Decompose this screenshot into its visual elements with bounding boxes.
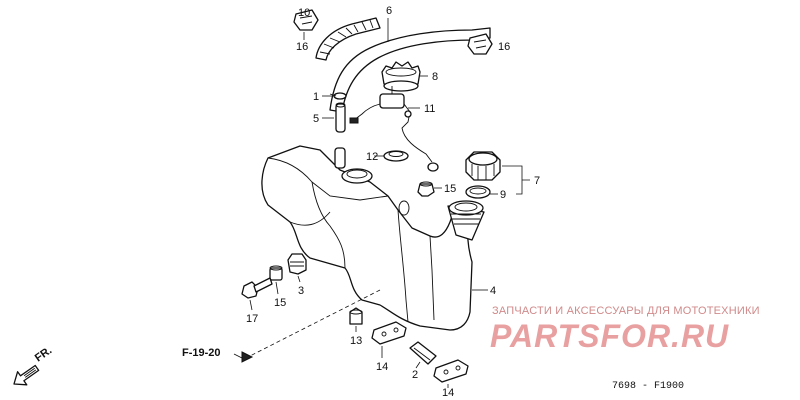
flange-bolt-part[interactable] — [241, 277, 273, 299]
callout-13: 13 — [350, 335, 362, 347]
clip-part[interactable] — [329, 92, 347, 100]
callout-5: 5 — [313, 113, 319, 125]
diagram-code: 7698 - F1900 — [612, 381, 684, 392]
fuel-hose-part[interactable] — [329, 27, 491, 113]
callout-1: 1 — [313, 91, 319, 103]
callout-11: 11 — [424, 103, 435, 115]
callout-16a: 16 — [296, 41, 308, 53]
rubber-band-part[interactable] — [409, 341, 437, 365]
front-direction-label: FR. — [33, 344, 54, 364]
callout-16b: 16 — [498, 41, 510, 53]
watermark-subtitle: ЗАПЧАСТИ И АКСЕССУАРЫ ДЛЯ МОТОТЕХНИКИ — [492, 305, 760, 317]
callout-15a: 15 — [444, 183, 456, 195]
fuel-tank-part[interactable] — [261, 145, 485, 331]
tank-clamp-upper[interactable] — [371, 321, 407, 345]
pipe-part[interactable] — [335, 102, 346, 133]
callout-7: 7 — [534, 175, 540, 187]
cap-gasket-part[interactable] — [465, 185, 491, 199]
nut-part-upper[interactable] — [417, 181, 435, 197]
callout-15b: 15 — [274, 297, 286, 309]
callout-10: 10 — [298, 7, 310, 19]
tank-ref-leader — [249, 289, 381, 357]
reference-label: F-19-20 — [182, 347, 221, 359]
grommet-part[interactable] — [383, 150, 409, 162]
callout-14b: 14 — [442, 387, 454, 399]
tank-clamp-lower[interactable] — [433, 359, 469, 383]
hose-clip-right[interactable] — [467, 33, 493, 55]
callout-9: 9 — [500, 189, 506, 201]
callout-17: 17 — [246, 313, 258, 325]
callout-2: 2 — [412, 369, 418, 381]
callout-8: 8 — [432, 71, 438, 83]
cushion-part[interactable] — [287, 253, 307, 275]
fuel-cap-part[interactable] — [465, 151, 501, 181]
fuel-sensor-part[interactable] — [349, 86, 439, 172]
callout-12: 12 — [366, 151, 378, 163]
hose-clip-left[interactable] — [293, 9, 319, 31]
watermark-logo: PARTSFOR.RU — [490, 318, 730, 354]
callout-6: 6 — [386, 5, 392, 17]
corrugated-tube-part[interactable] — [315, 17, 381, 61]
collar-part[interactable] — [269, 265, 283, 281]
front-direction-arrow-icon — [13, 364, 40, 386]
callout-3: 3 — [298, 285, 304, 297]
callout-4: 4 — [490, 285, 496, 297]
callout-14a: 14 — [376, 361, 388, 373]
cushion-part-lower[interactable] — [349, 307, 363, 325]
strainer-part[interactable] — [381, 61, 421, 92]
